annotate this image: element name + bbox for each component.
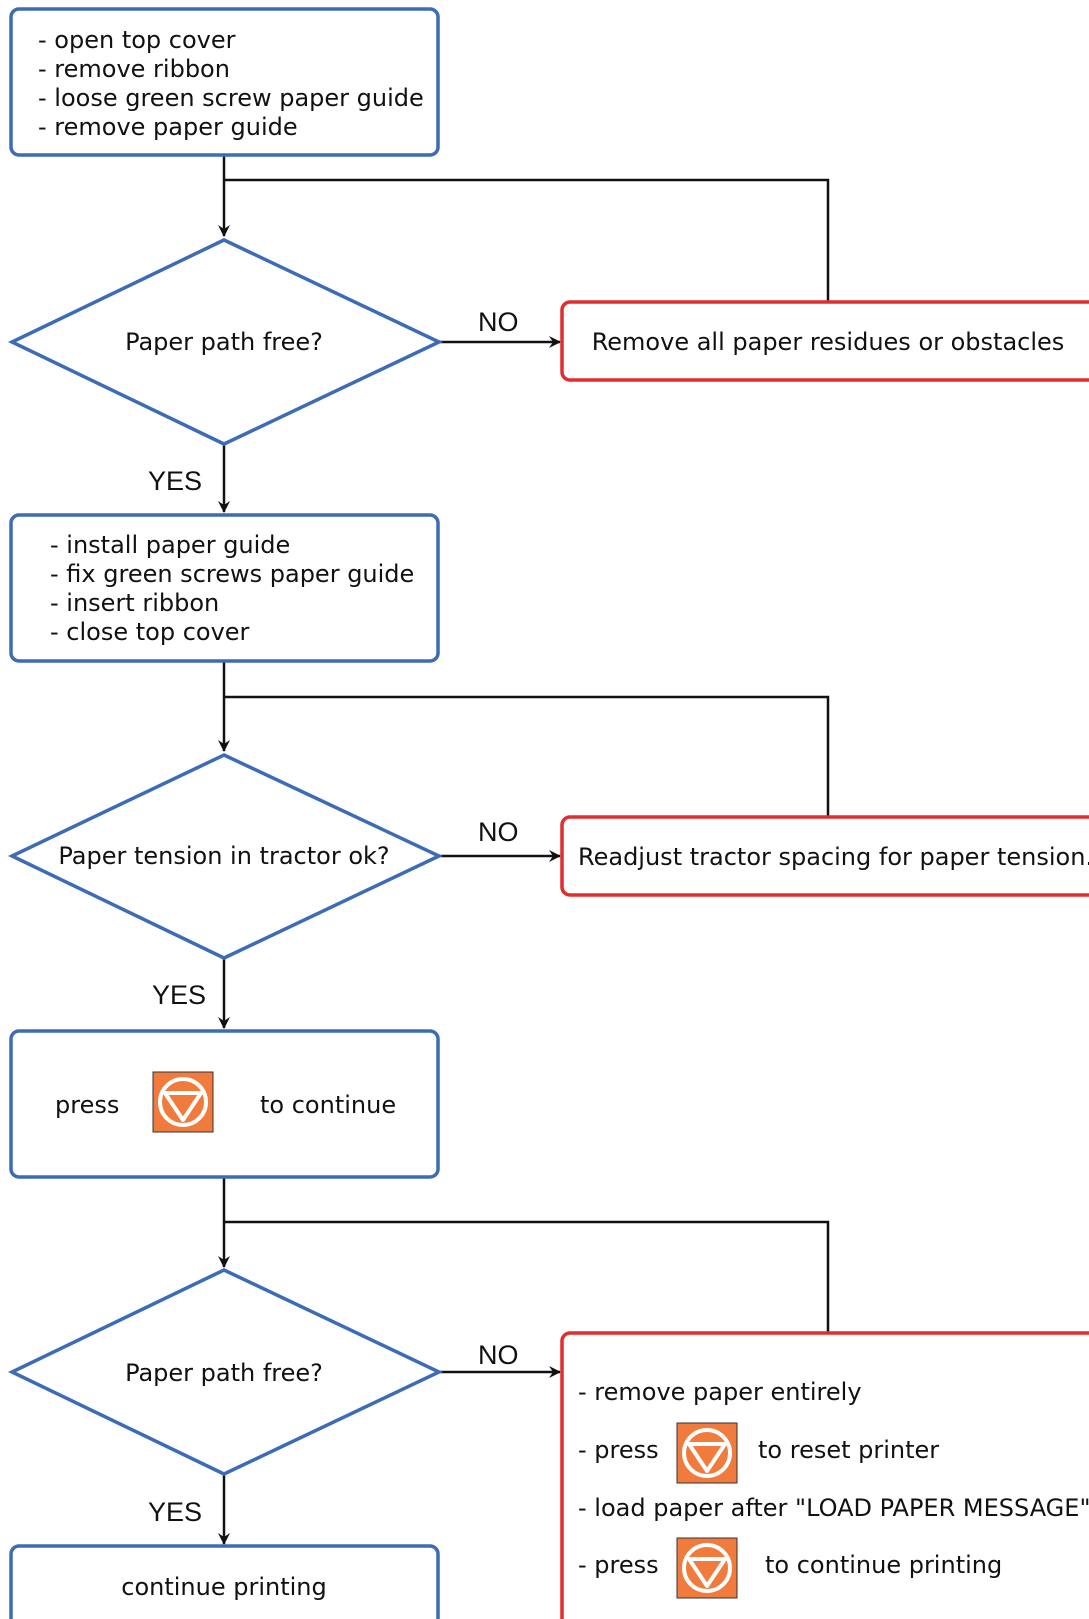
start-step-4: - remove paper guide xyxy=(38,113,298,141)
node-reinstall-steps: - install paper guide - fix green screws… xyxy=(9,513,440,663)
edge-label-yes-3: YES xyxy=(148,1497,202,1527)
start-step-3: - loose green screw paper guide xyxy=(38,84,424,112)
edge-label-yes-2: YES xyxy=(152,980,206,1010)
fix3-line3: - load paper after "LOAD PAPER MESSAGE" xyxy=(578,1494,1089,1522)
to-continue-label: to continue xyxy=(260,1091,396,1119)
fix1-label: Remove all paper residues or obstacles xyxy=(592,328,1065,356)
decision1-label: Paper path free? xyxy=(125,328,323,356)
end-label: continue printing xyxy=(121,1573,327,1601)
stop-button-icon xyxy=(675,1421,739,1485)
stop-button-icon xyxy=(151,1070,215,1134)
stop-button-icon xyxy=(675,1536,739,1600)
start-step-2: - remove ribbon xyxy=(38,55,230,83)
decision2-label: Paper tension in tractor ok? xyxy=(58,842,389,870)
press-label: press xyxy=(55,1091,119,1119)
start-step-1: - open top cover xyxy=(38,26,236,54)
fix3-line4-before: - press xyxy=(578,1551,659,1579)
fix2-label: Readjust tractor spacing for paper tensi… xyxy=(578,843,1089,871)
decision-paper-path-free-1: Paper path free? xyxy=(7,238,444,446)
edge-label-no-1: NO xyxy=(478,307,519,337)
edge-fix3-loop-back xyxy=(224,1220,830,1333)
fix3-line2-after: to reset printer xyxy=(758,1436,939,1464)
decision-paper-tension: Paper tension in tractor ok? xyxy=(7,753,444,960)
node-readjust-tractor: Readjust tractor spacing for paper tensi… xyxy=(560,815,1089,897)
edge-fix2-loop-back xyxy=(224,695,830,817)
edge-label-yes-1: YES xyxy=(148,466,202,496)
fix3-line4-after: to continue printing xyxy=(765,1551,1002,1579)
node-continue-printing: continue printing xyxy=(9,1544,440,1619)
connectors xyxy=(218,155,830,1545)
edge-label-no-3: NO xyxy=(478,1340,519,1370)
decision3-label: Paper path free? xyxy=(125,1359,323,1387)
edge-label-no-2: NO xyxy=(478,817,519,847)
edge-fix1-loop-back xyxy=(224,178,830,302)
fix3-line2-before: - press xyxy=(578,1436,659,1464)
reinstall-step-3: - insert ribbon xyxy=(50,589,219,617)
reinstall-step-4: - close top cover xyxy=(50,618,250,646)
reinstall-step-2: - fix green screws paper guide xyxy=(50,560,414,588)
node-press-to-continue: press to continue xyxy=(9,1029,440,1179)
fix3-line1: - remove paper entirely xyxy=(578,1378,862,1406)
decision-paper-path-free-2: Paper path free? xyxy=(7,1268,444,1476)
node-remove-residues: Remove all paper residues or obstacles xyxy=(560,300,1089,382)
node-start-steps: - open top cover - remove ribbon - loose… xyxy=(9,7,440,157)
node-reset-printer-steps: - remove paper entirely - press to reset… xyxy=(560,1331,1089,1619)
reinstall-step-1: - install paper guide xyxy=(50,531,290,559)
